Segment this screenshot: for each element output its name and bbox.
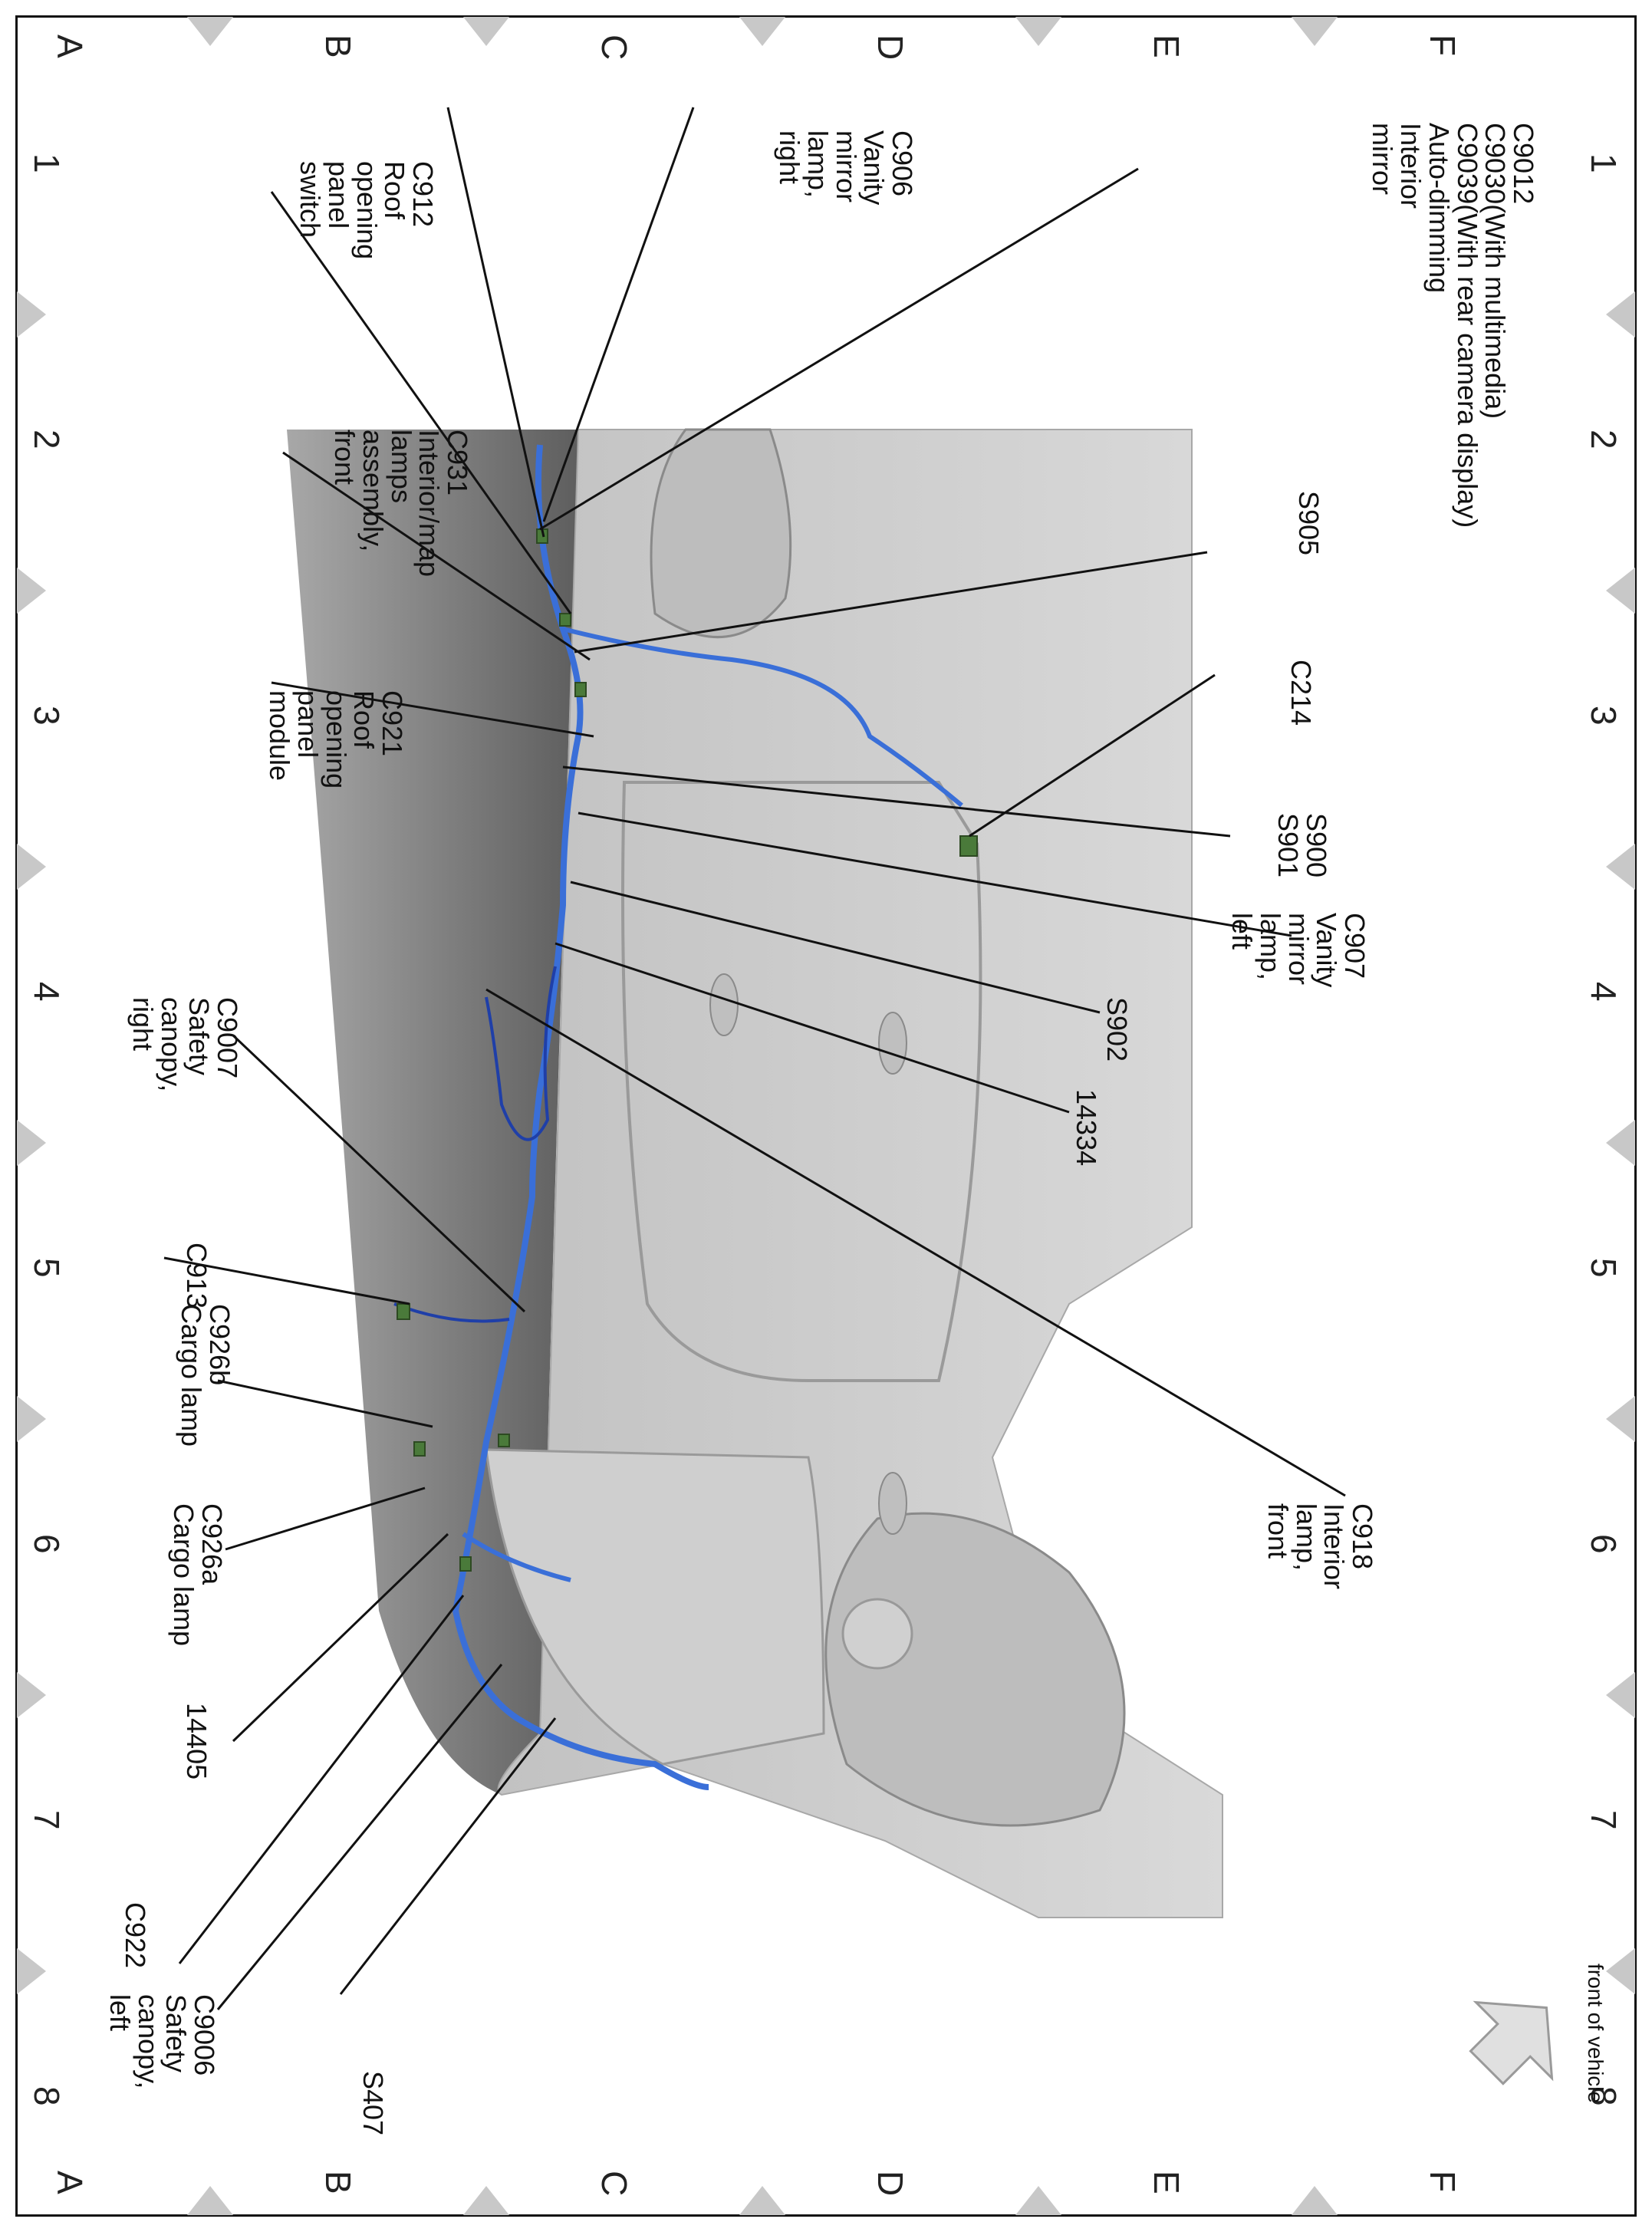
label-c214: C214	[1285, 660, 1317, 726]
front-arrow-icon	[1469, 2000, 1554, 2086]
label-c907: C907 Vanity mirror lamp, left	[1226, 913, 1371, 988]
label-c921: C921 Roof opening panel module	[264, 690, 408, 789]
label-c906: C906 Vanity mirror lamp, right	[774, 130, 918, 206]
label-c913: C913	[181, 1243, 212, 1309]
label-c9012: C9012 C9030(With multimedia) C9039(With …	[1367, 123, 1539, 528]
front-of-vehicle-note: front of vehicle	[1584, 1964, 1608, 2104]
label-14334: 14334	[1071, 1089, 1102, 1167]
door-handles	[709, 973, 907, 1535]
label-c926a: C926a Cargo lamp	[168, 1503, 228, 1647]
label-s900-s901: S900 S901	[1272, 813, 1332, 878]
rear-wheel-arch	[824, 1512, 1126, 1827]
label-s407: S407	[357, 2071, 389, 2136]
label-c918: C918 Interior lamp, front	[1262, 1503, 1378, 1590]
label-c926b: C926b Cargo lamp	[176, 1304, 235, 1447]
label-s905: S905	[1293, 491, 1325, 556]
front-wheel-arch	[650, 428, 792, 638]
leader-lines	[163, 107, 1346, 2010]
connectors	[397, 528, 978, 1572]
harness-branch-c922	[462, 1532, 571, 1582]
fuel-cap	[841, 1598, 913, 1670]
label-c9007: C9007 Safety canopy, right	[127, 997, 243, 1092]
grid-markers	[17, 17, 1635, 2215]
harness-branch-c918	[485, 966, 557, 1141]
label-c9006: C9006 Safety canopy, left	[104, 1994, 220, 2089]
label-c931: C931 Interior/map lamps assembly, front	[329, 430, 473, 578]
label-s902: S902	[1101, 997, 1133, 1062]
label-c922: C922	[120, 1902, 151, 1969]
wiring-harness	[452, 444, 709, 1790]
harness-branch-c214	[562, 627, 963, 808]
rear-window	[485, 1448, 825, 1766]
door-outline	[621, 781, 982, 1382]
label-c912: C912 Roof opening panel switch	[295, 161, 439, 260]
label-14405: 14405	[181, 1703, 212, 1780]
